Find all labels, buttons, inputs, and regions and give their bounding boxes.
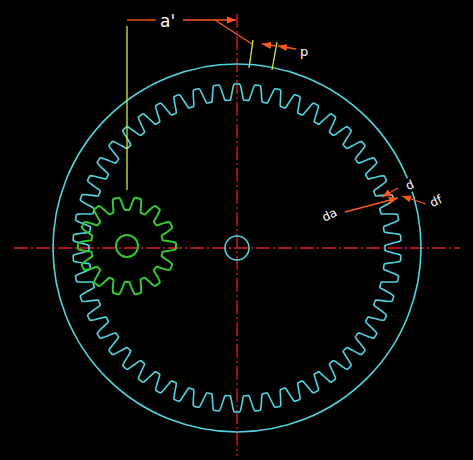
dimension-label: p bbox=[298, 44, 310, 59]
dimension-line bbox=[278, 46, 296, 49]
hub-circle bbox=[116, 235, 138, 257]
internal-gear bbox=[73, 84, 401, 412]
dimension-label: df bbox=[426, 191, 446, 210]
dimension-line bbox=[215, 20, 252, 44]
extension-line bbox=[249, 40, 253, 68]
hub-circle bbox=[225, 236, 249, 260]
dimension-label: a' bbox=[158, 12, 177, 31]
rim-circle bbox=[53, 64, 421, 432]
center-line bbox=[236, 14, 237, 456]
dimension-line bbox=[127, 19, 156, 20]
dimension-line bbox=[262, 44, 276, 46]
dimension-label: da bbox=[318, 205, 341, 226]
extension-line bbox=[126, 26, 127, 190]
leader-line bbox=[345, 198, 398, 212]
center-line bbox=[14, 247, 460, 248]
pinion-gear bbox=[78, 198, 176, 295]
dimension-line bbox=[183, 19, 236, 20]
leader-line bbox=[402, 196, 426, 204]
leader-line bbox=[382, 188, 398, 197]
dimension-label: d bbox=[402, 176, 418, 194]
